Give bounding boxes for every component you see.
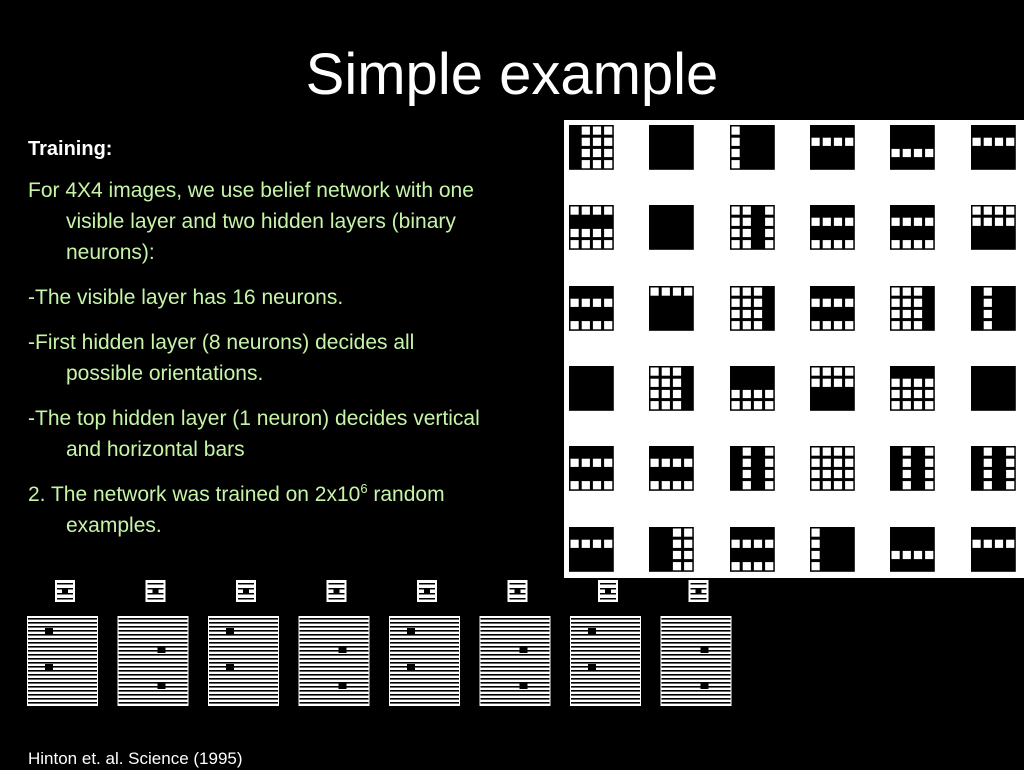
sample-image: [890, 205, 935, 250]
hidden-unit-icon: [326, 580, 347, 602]
hidden-unit-weights-strip: [26, 576, 736, 708]
sample-image: [810, 286, 855, 331]
exponent-superscript: 6: [360, 481, 368, 496]
hidden-unit-icon: [55, 580, 75, 602]
first-hidden-layer-bullet: -First hidden layer (8 neurons) decides …: [28, 331, 415, 385]
hidden-unit-weights: [660, 616, 732, 706]
citation: Hinton et. al. Science (1995): [28, 749, 243, 768]
training-examples-suffix: random examples.: [66, 483, 445, 537]
sample-image: [569, 205, 614, 250]
training-text-block: Training: For 4X4 images, we use belief …: [28, 134, 488, 555]
training-heading: Training:: [28, 138, 113, 160]
sample-image: [810, 205, 855, 250]
network-description: For 4X4 images, we use belief network wi…: [28, 179, 474, 264]
sample-image: [649, 205, 694, 250]
hidden-unit-weights: [117, 616, 189, 706]
hidden-unit-weights: [27, 616, 98, 706]
sample-image: [971, 527, 1016, 572]
top-hidden-layer-bullet: -The top hidden layer (1 neuron) decides…: [28, 407, 480, 461]
training-examples-prefix: 2. The network was trained on 2x10: [28, 483, 361, 506]
training-examples-text: 2. The network was trained on 2x106 rand…: [28, 479, 488, 541]
slide-title: Simple example: [305, 42, 719, 107]
sample-image: [649, 527, 694, 572]
sample-image: [730, 527, 775, 572]
hidden-unit-weights-figure: [27, 580, 732, 706]
sample-images-grid: [569, 125, 1016, 572]
hidden-unit-weights: [208, 616, 279, 706]
hidden-unit-icon: [598, 580, 618, 602]
hidden-unit-icon: [507, 580, 528, 602]
sample-image: [971, 205, 1016, 250]
sample-image: [890, 446, 935, 491]
sample-image: [810, 125, 855, 170]
sample-image: [569, 527, 614, 572]
sample-image: [890, 125, 935, 170]
sample-image: [730, 366, 775, 411]
sample-image: [730, 125, 775, 170]
sample-image: [569, 366, 614, 411]
sample-image: [569, 446, 614, 491]
hidden-unit-weights: [389, 616, 460, 706]
sample-image: [971, 366, 1016, 411]
sample-image: [890, 286, 935, 331]
sample-image: [971, 446, 1016, 491]
hidden-unit-icon: [688, 580, 709, 602]
hidden-unit-weights: [479, 616, 551, 706]
sample-image: [971, 125, 1016, 170]
sample-image: [730, 446, 775, 491]
sample-image: [649, 286, 694, 331]
sample-image: [810, 366, 855, 411]
sample-image: [810, 527, 855, 572]
sample-images-panel: [564, 120, 1024, 578]
hidden-unit-icon: [236, 580, 256, 602]
sample-image: [649, 366, 694, 411]
sample-image: [569, 286, 614, 331]
sample-image: [649, 125, 694, 170]
sample-image: [890, 527, 935, 572]
sample-image: [730, 205, 775, 250]
sample-image: [569, 125, 614, 170]
hidden-unit-weights: [298, 616, 370, 706]
hidden-unit-weights: [570, 616, 641, 706]
sample-image: [971, 286, 1016, 331]
sample-image: [730, 286, 775, 331]
hidden-unit-icon: [145, 580, 166, 602]
sample-image: [810, 446, 855, 491]
sample-image: [649, 446, 694, 491]
visible-layer-bullet: -The visible layer has 16 neurons.: [28, 286, 344, 309]
sample-image: [890, 366, 935, 411]
hidden-unit-icon: [417, 580, 437, 602]
